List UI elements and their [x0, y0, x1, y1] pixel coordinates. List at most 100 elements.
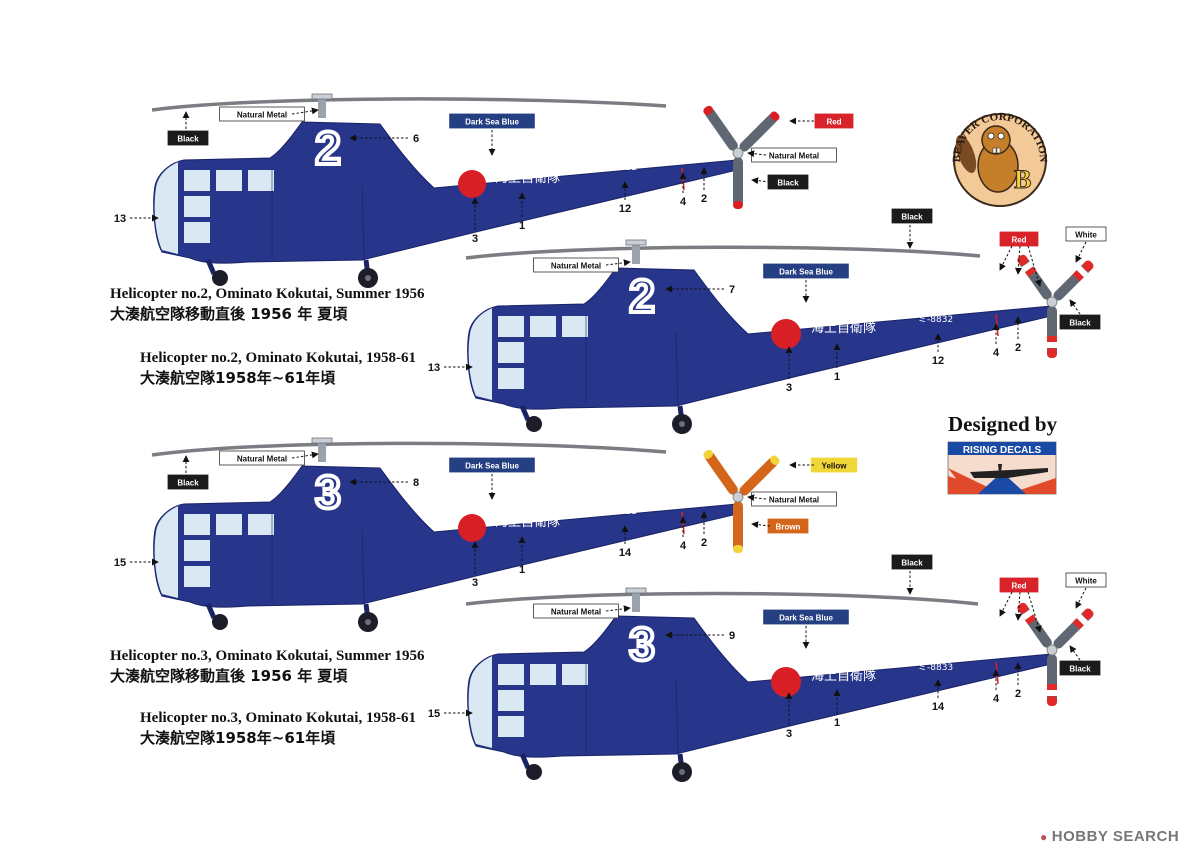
label-rotor-color: Black	[167, 474, 209, 490]
caption-jp: 大湊航空隊1958年~61年頃	[140, 369, 336, 387]
label-body-color: Dark Sea Blue	[763, 263, 849, 279]
label-mast-color-text: Natural Metal	[237, 455, 287, 464]
caption-helicopter-2: Helicopter no.2, Ominato Kokutai, 1958-6…	[140, 348, 416, 388]
label-mast-color: Natural Metal	[533, 603, 619, 619]
number-nose: 13	[114, 213, 126, 225]
arrow-tail-rotor-tip-b	[1014, 591, 1022, 621]
arrow-mast	[605, 259, 631, 267]
label-rotor-color-text: Black	[901, 213, 923, 222]
number-hull: 8	[413, 477, 419, 489]
label-tail-rotor-tip: Yellow	[810, 457, 858, 473]
hull-number: 2	[629, 270, 655, 322]
label-mast-color: Natural Metal	[219, 450, 305, 466]
hinomaru-roundel	[771, 667, 801, 697]
label-tail-rotor-hub-text: Natural Metal	[769, 496, 819, 505]
arrow-tail-rotor-hub	[747, 494, 767, 502]
arrow-tail-rotor-tip-a	[999, 591, 1013, 617]
label-mast-color: Natural Metal	[219, 106, 305, 122]
label-body-color-text: Dark Sea Blue	[465, 462, 519, 471]
number-kanji: 1	[834, 371, 840, 383]
arrow-tail-rotor-tip-c	[1027, 591, 1042, 633]
helicopter-3: 3 海上自衛隊 ミ-8833	[151, 438, 782, 632]
label-body-color-text: Dark Sea Blue	[779, 614, 833, 623]
label-body-color: Dark Sea Blue	[449, 113, 535, 129]
serial-number: ミ-8832	[918, 315, 953, 325]
caption-helicopter-4: Helicopter no.3, Ominato Kokutai, 1958-6…	[140, 708, 416, 748]
arrow-tail-rotor-tip-b	[1014, 245, 1022, 275]
hinomaru-roundel	[771, 319, 801, 349]
caption-jp: 大湊航空隊移動直後 1956 年 夏頃	[110, 667, 348, 685]
number-roundel: 3	[472, 233, 478, 245]
number-serial: 14	[932, 701, 945, 713]
number-roundel: 3	[786, 728, 792, 740]
serial-number: ミ-8833	[602, 507, 637, 517]
label-rotor-color: Black	[167, 130, 209, 146]
label-mast-color: Natural Metal	[533, 257, 619, 273]
number-stripe: 4	[993, 693, 1000, 705]
number-tail: 2	[701, 537, 707, 549]
number-serial: 12	[619, 203, 631, 215]
label-tail-rotor-tip2: White	[1065, 572, 1107, 588]
caption-helicopter-1: Helicopter no.2, Ominato Kokutai, Summer…	[110, 284, 424, 324]
label-rotor-color: Black	[891, 554, 933, 570]
label-tail-rotor-blade-text: Black	[1069, 319, 1091, 328]
label-tail-rotor-tip: Red	[999, 231, 1039, 247]
caption-en: Helicopter no.2, Ominato Kokutai, Summer…	[110, 286, 425, 302]
number-tail: 2	[1015, 688, 1021, 700]
number-nose: 15	[428, 708, 440, 720]
label-tail-rotor-tip-text: Red	[826, 118, 841, 127]
hinomaru-roundel	[458, 170, 486, 198]
caption-en: Helicopter no.3, Ominato Kokutai, 1958-6…	[140, 710, 416, 726]
kanji-marking: 海上自衛隊	[495, 170, 560, 186]
number-nose: 13	[428, 362, 440, 374]
label-mast-color-text: Natural Metal	[551, 608, 601, 617]
arrow-tail-rotor-tip2	[1075, 241, 1087, 263]
arrow-tail-rotor-tip-c	[1027, 245, 1042, 287]
main-rotor-blade	[151, 97, 667, 112]
watermark-logo-icon: ●	[1040, 830, 1048, 844]
number-roundel: 3	[472, 577, 478, 589]
label-rotor-color-text: Black	[177, 135, 199, 144]
serial-number: ミ-8833	[918, 663, 953, 673]
kanji-marking: 海上自衛隊	[811, 668, 876, 684]
number-tail: 2	[701, 193, 707, 205]
label-rotor-color-text: Black	[177, 479, 199, 488]
arrow-tail-rotor-tip-a	[999, 245, 1013, 271]
helicopter-2: 2 海上自衛隊 ミ-8832	[465, 240, 1096, 434]
kanji-marking: 海上自衛隊	[495, 514, 560, 530]
label-rotor-color-text: Black	[901, 559, 923, 568]
number-stripe: 4	[680, 540, 687, 552]
label-tail-rotor-tip-text: Yellow	[822, 462, 848, 471]
main-rotor-blade	[465, 245, 981, 260]
label-tail-rotor-blade: Black	[1059, 660, 1101, 676]
arrow-mast	[605, 605, 631, 613]
helicopter-4: 3 海上自衛隊 ミ-8833	[466, 588, 1096, 782]
number-tail: 2	[1015, 342, 1021, 354]
number-kanji: 1	[834, 717, 840, 729]
label-tail-rotor-tip-text: Red	[1011, 582, 1026, 591]
hull-number: 3	[629, 618, 655, 670]
beaver-corporation-logo: B BEAVER CORPORATION	[951, 111, 1049, 207]
label-tail-rotor-blade: Black	[767, 174, 809, 190]
label-tail-rotor-tip2-text: White	[1075, 577, 1097, 586]
beaver-logo-letter: B	[1014, 165, 1031, 194]
label-tail-rotor-hub-text: Natural Metal	[769, 152, 819, 161]
rising-decals-logo: RISING DECALS	[947, 441, 1057, 495]
label-tail-rotor-blade-text: Black	[777, 179, 799, 188]
label-body-color-text: Dark Sea Blue	[779, 268, 833, 277]
arrow-tail-rotor-blade	[1069, 645, 1081, 661]
label-tail-rotor-blade: Black	[1059, 314, 1101, 330]
label-tail-rotor-tip2-text: White	[1075, 231, 1097, 240]
helicopter-1: 2 海上自衛隊 ミ-8832	[151, 94, 782, 288]
arrow-tail-rotor-blade	[1069, 299, 1081, 315]
label-tail-rotor-tip2: White	[1065, 226, 1107, 242]
main-rotor-blade	[151, 441, 667, 457]
label-mast-color-text: Natural Metal	[237, 111, 287, 120]
arrow-tail-rotor-blade	[751, 177, 771, 185]
number-hull: 9	[729, 630, 735, 642]
label-body-color-text: Dark Sea Blue	[465, 118, 519, 127]
watermark-text: HOBBY SEARCH	[1051, 828, 1180, 845]
rising-decals-brand: RISING DECALS	[963, 445, 1042, 456]
arrow-tail-rotor-blade	[751, 521, 771, 529]
number-kanji: 1	[519, 564, 525, 576]
